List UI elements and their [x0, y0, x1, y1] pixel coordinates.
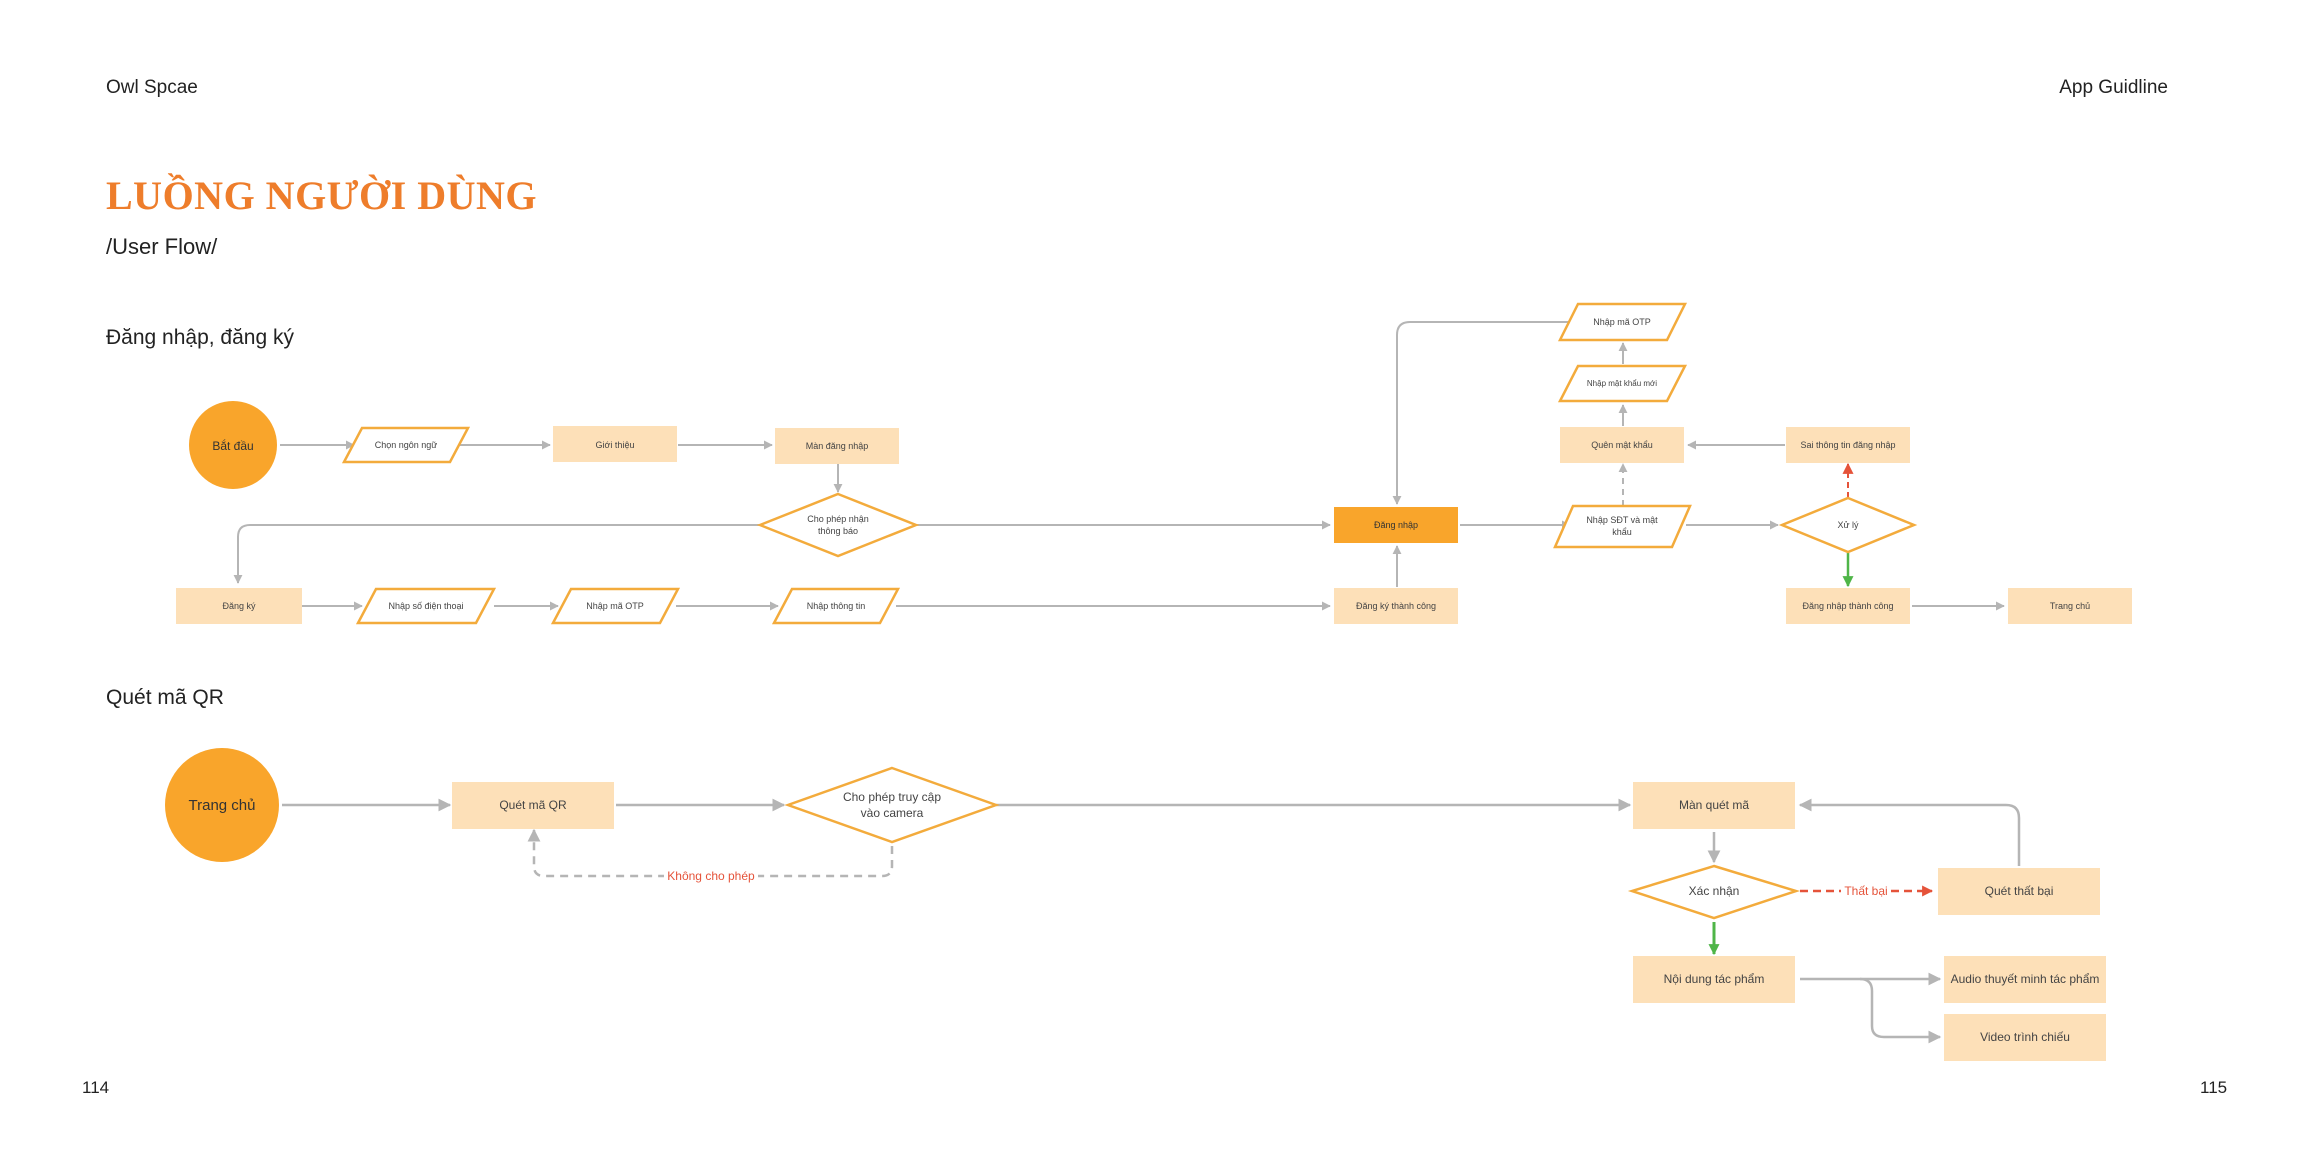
svg-text:Màn quét mã: Màn quét mã: [1679, 798, 1749, 812]
login-connectors: [233, 321, 2005, 611]
choose-language-input: Chọn ngôn ngữ: [341, 426, 471, 464]
svg-text:Nhập SĐT và mật: Nhập SĐT và mật: [1586, 515, 1658, 525]
svg-text:Đăng nhập thành công: Đăng nhập thành công: [1802, 601, 1893, 611]
fail-label: Thất bại: [1844, 884, 1887, 898]
svg-text:Audio thuyết minh tác phẩm: Audio thuyết minh tác phẩm: [1951, 972, 2100, 986]
svg-text:Trang chủ: Trang chủ: [189, 797, 256, 814]
home-box-login: Trang chủ: [2008, 588, 2132, 624]
page-subtitle: /User Flow/: [106, 234, 218, 259]
content-box: Nội dung tác phẩm: [1633, 956, 1795, 1003]
register-box: Đăng ký: [176, 588, 302, 624]
svg-text:Quét thất bại: Quét thất bại: [1985, 884, 2054, 898]
login-box: Đăng nhập: [1334, 507, 1458, 543]
svg-text:thông báo: thông báo: [818, 526, 858, 536]
forgot-password-box: Quên mật khẩu: [1560, 427, 1684, 463]
page-number-left: 114: [82, 1078, 110, 1097]
scan-screen-box: Màn quét mã: [1633, 782, 1795, 829]
start-node: Bắt đầu: [189, 401, 277, 489]
enter-info-input: Nhập thông tin: [771, 587, 901, 625]
qr-connectors: [282, 798, 2021, 1044]
home-node-qr: Trang chủ: [165, 748, 279, 862]
svg-text:Nhập số điện thoại: Nhập số điện thoại: [388, 601, 463, 611]
audio-box: Audio thuyết minh tác phẩm: [1944, 956, 2106, 1003]
enter-phone-password-input: Nhập SĐT và mật khẩu: [1553, 504, 1692, 549]
new-password-input: Nhập mật khẩu mới: [1557, 364, 1688, 403]
svg-text:Xác nhận: Xác nhận: [1689, 884, 1740, 898]
page-title: LUỒNG NGƯỜI DÙNG: [106, 173, 537, 218]
svg-text:Cho phép truy cập: Cho phép truy cập: [843, 790, 941, 804]
svg-text:Đăng ký thành công: Đăng ký thành công: [1356, 601, 1436, 611]
svg-text:Trang chủ: Trang chủ: [2050, 601, 2090, 611]
svg-text:Giới thiệu: Giới thiệu: [596, 440, 635, 450]
section-login-title: Đăng nhập, đăng ký: [106, 326, 294, 349]
svg-text:Nhập mã OTP: Nhập mã OTP: [1593, 317, 1651, 327]
svg-text:Xử lý: Xử lý: [1837, 520, 1859, 530]
confirm-decision: Xác nhận: [1627, 864, 1801, 920]
allow-notify-decision: Cho phép nhận thông báo: [756, 492, 920, 558]
svg-text:Sai thông tin đăng nhập: Sai thông tin đăng nhập: [1800, 440, 1895, 450]
svg-text:khẩu: khẩu: [1612, 527, 1632, 537]
svg-text:Cho phép nhận: Cho phép nhận: [807, 514, 869, 524]
svg-text:Quét mã QR: Quét mã QR: [499, 798, 567, 812]
otp-top-input: Nhập mã OTP: [1557, 302, 1688, 342]
brand-name: Owl Spcae: [106, 77, 198, 98]
svg-text:Màn đăng nhập: Màn đăng nhập: [806, 441, 869, 451]
deny-label: Không cho phép: [667, 869, 755, 883]
svg-text:Chọn ngôn ngữ: Chọn ngôn ngữ: [375, 440, 438, 450]
svg-text:Bắt đầu: Bắt đầu: [212, 438, 253, 453]
allow-camera-decision: Cho phép truy cập vào camera: [784, 766, 1000, 844]
scan-qr-box: Quét mã QR: [452, 782, 614, 829]
svg-text:Đăng nhập: Đăng nhập: [1374, 520, 1418, 530]
svg-text:Nhập mã OTP: Nhập mã OTP: [586, 601, 644, 611]
svg-text:Video trình chiếu: Video trình chiếu: [1980, 1030, 2070, 1044]
enter-phone-input: Nhập số điện thoại: [355, 587, 497, 625]
wrong-info-box: Sai thông tin đăng nhập: [1786, 427, 1910, 463]
login-screen-box: Màn đăng nhập: [775, 428, 899, 464]
svg-text:Nhập thông tin: Nhập thông tin: [807, 601, 866, 611]
process-decision: Xử lý: [1778, 496, 1918, 554]
svg-text:vào camera: vào camera: [861, 806, 924, 820]
guide-name: App Guidline: [2059, 77, 2168, 98]
section-qr-title: Quét mã QR: [106, 686, 224, 709]
video-box: Video trình chiếu: [1944, 1014, 2106, 1061]
enter-otp-input: Nhập mã OTP: [550, 587, 681, 625]
login-success-box: Đăng nhập thành công: [1786, 588, 1910, 624]
svg-text:Quên mật khẩu: Quên mật khẩu: [1591, 440, 1653, 450]
page-number-right: 115: [2200, 1078, 2228, 1097]
svg-text:Nội dung tác phẩm: Nội dung tác phẩm: [1664, 972, 1765, 986]
scan-failed-box: Quét thất bại: [1938, 868, 2100, 915]
svg-text:Nhập mật khẩu mới: Nhập mật khẩu mới: [1587, 379, 1657, 388]
svg-text:Đăng ký: Đăng ký: [222, 601, 256, 611]
intro-box: Giới thiệu: [553, 426, 677, 462]
register-success-box: Đăng ký thành công: [1334, 588, 1458, 624]
